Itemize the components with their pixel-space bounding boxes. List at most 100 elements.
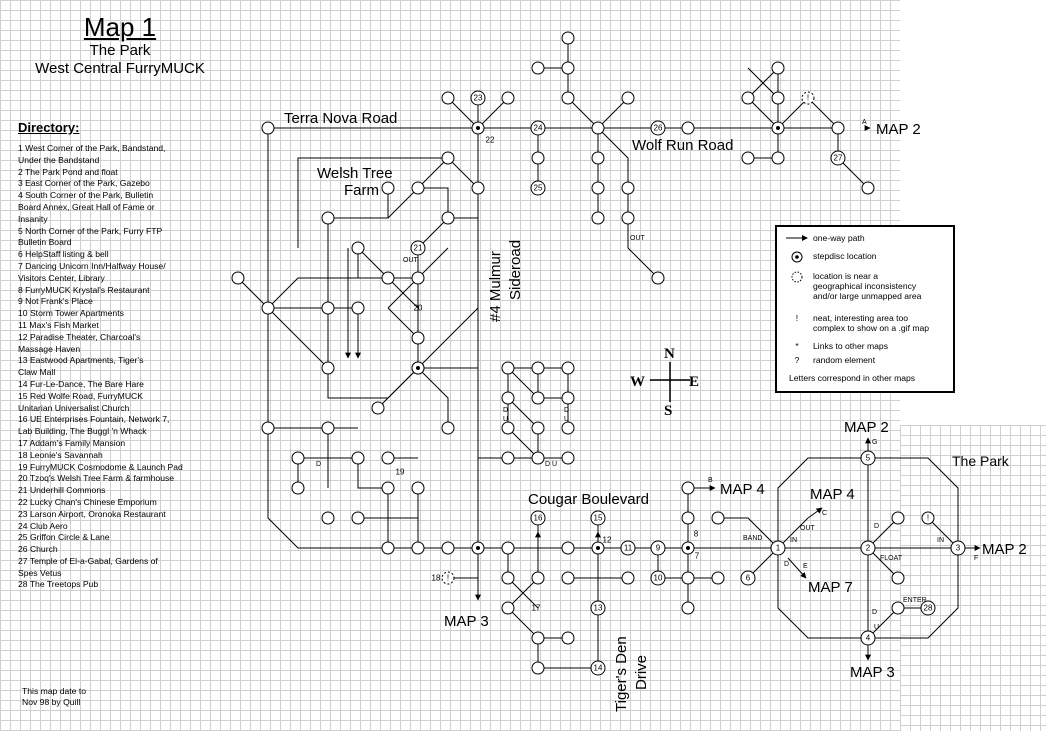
- map-link-map2-e[interactable]: MAP 2: [982, 541, 1027, 558]
- path-node: [231, 271, 245, 285]
- map-link-map3-s[interactable]: MAP 3: [850, 664, 895, 681]
- stepdisc-dot: [596, 546, 600, 550]
- path-node: [591, 151, 605, 165]
- path-node: [531, 61, 545, 75]
- directory-entry: 22 Lucky Chan's Chinese Emporium: [18, 496, 157, 507]
- svg-text:10: 10: [654, 574, 663, 583]
- stepdisc-dot: [416, 366, 420, 370]
- path-node: [441, 211, 455, 225]
- directory-entry: 26 Church: [18, 544, 58, 555]
- grid-background: [0, 0, 900, 731]
- directory-entry: 1 West Corner of the Park, Bandstand, Un…: [18, 143, 166, 165]
- directory-entry: 3 East Corner of the Park, Gazebo: [18, 178, 150, 189]
- path-node: [681, 571, 695, 585]
- path-node: [681, 481, 695, 495]
- path-node: [711, 571, 725, 585]
- path-node: [561, 61, 575, 75]
- path-node: [681, 601, 695, 615]
- path-node: [441, 541, 455, 555]
- svg-text:6: 6: [746, 574, 751, 583]
- location-24: 24: [530, 120, 546, 136]
- directory-entry: 23 Larson Airport, Oronoka Restaurant: [18, 508, 166, 519]
- path-node: [891, 571, 905, 585]
- path-node: [381, 481, 395, 495]
- path-node: [441, 91, 455, 105]
- location-22-label: 22: [486, 136, 495, 145]
- path-node: [381, 451, 395, 465]
- svg-text:!: !: [927, 514, 929, 523]
- svg-text:2: 2: [866, 544, 871, 553]
- small-path-labels: OUT OUT BAND IN OUT FLOAT IN ENTER D D U…: [316, 235, 944, 631]
- map-link-map7[interactable]: MAP 7: [808, 579, 853, 596]
- path-node: [531, 391, 545, 405]
- directory-entry: 9 Not Frank's Place: [18, 296, 93, 307]
- path-node: [261, 421, 275, 435]
- directory-entry: 19 FurryMUCK Cosmodome & Launch Pad: [18, 461, 183, 472]
- svg-text:4: 4: [866, 634, 871, 643]
- letter-g: G: [872, 439, 877, 446]
- path-node: [411, 271, 425, 285]
- svg-text:26: 26: [654, 124, 663, 133]
- u-label-block-w: U: [503, 416, 508, 423]
- map-link-map4-park[interactable]: MAP 4: [810, 486, 855, 503]
- path-node: [561, 571, 575, 585]
- path-node: [501, 361, 515, 375]
- directory: Directory: 1 West Corner of the Park, Ba…: [18, 120, 233, 591]
- directory-heading: Directory:: [18, 120, 80, 135]
- grid-background-extension: [900, 425, 1046, 731]
- directory-entry: 5 North Corner of the Park, Furry FTP Bu…: [18, 225, 163, 248]
- arrow-map7: [787, 557, 807, 579]
- svg-text:25: 25: [534, 184, 543, 193]
- d-label-east: D: [545, 461, 550, 468]
- map-links: MAP 2 A MAP 2 F MAP 2 G MAP 3 MAP 3 MAP …: [444, 119, 1027, 681]
- d-label-park: D: [874, 523, 879, 530]
- d-label-block-w: D: [503, 407, 508, 414]
- map-link-map2-n[interactable]: MAP 2: [844, 419, 889, 436]
- svg-text:9: 9: [656, 544, 661, 553]
- letter-a: A: [862, 119, 867, 126]
- path-node: [501, 601, 515, 615]
- location-12-label: 12: [603, 536, 612, 545]
- path-node: [501, 451, 515, 465]
- directory-entry: 6 HelpStaff listing & bell: [18, 249, 109, 260]
- map-title: Map 1: [83, 12, 157, 42]
- cougar-boulevard-label: Cougar Boulevard: [528, 491, 649, 508]
- path-node: [531, 571, 545, 585]
- path-node: [771, 91, 785, 105]
- path-node: [501, 421, 515, 435]
- location-19-label: 19: [396, 468, 405, 477]
- map-link-map3-w[interactable]: MAP 3: [444, 613, 489, 630]
- svg-text:5: 5: [866, 454, 871, 463]
- directory-entry: 18 Leonie's Savannah: [18, 449, 103, 460]
- path-node: [531, 151, 545, 165]
- path-node: [561, 31, 575, 45]
- arrow-map4-park: [807, 507, 823, 519]
- path-node: [591, 181, 605, 195]
- question-icon: ?: [794, 355, 800, 365]
- stepdisc-nodes: [411, 121, 785, 555]
- directory-entry: 27 Temple of El-a-Gabal, Gardens of Spes…: [18, 555, 158, 578]
- map-link-map2-ne[interactable]: MAP 2: [876, 121, 921, 138]
- directory-entry: 15 Red Wolfe Road, FurryMUCK Unitarian U…: [18, 390, 143, 413]
- path-node: [261, 301, 275, 315]
- path-node: [321, 211, 335, 225]
- svg-text:24: 24: [534, 124, 543, 133]
- location-17-label: 17: [532, 604, 541, 613]
- path-node: [861, 181, 875, 195]
- path-node: [561, 451, 575, 465]
- directory-list: 1 West Corner of the Park, Bandstand, Un…: [18, 143, 233, 591]
- map-region: West Central FurryMUCK: [35, 60, 205, 77]
- one-way-arrow-icon: [785, 233, 809, 245]
- path-node: [351, 241, 365, 255]
- stepdisc-dot: [686, 546, 690, 550]
- directory-entry: 13 Eastwood Apartments, Tiger's Claw Mal…: [18, 355, 144, 378]
- directory-entry: 11 Max's Fish Market: [18, 319, 99, 330]
- path-node: [411, 331, 425, 345]
- path-node: [561, 541, 575, 555]
- map-link-map4-top[interactable]: MAP 4: [720, 481, 765, 498]
- location-23: 23: [470, 90, 486, 106]
- path-node: [381, 181, 395, 195]
- terra-nova-road-label: Terra Nova Road: [284, 110, 397, 127]
- path-node: [621, 181, 635, 195]
